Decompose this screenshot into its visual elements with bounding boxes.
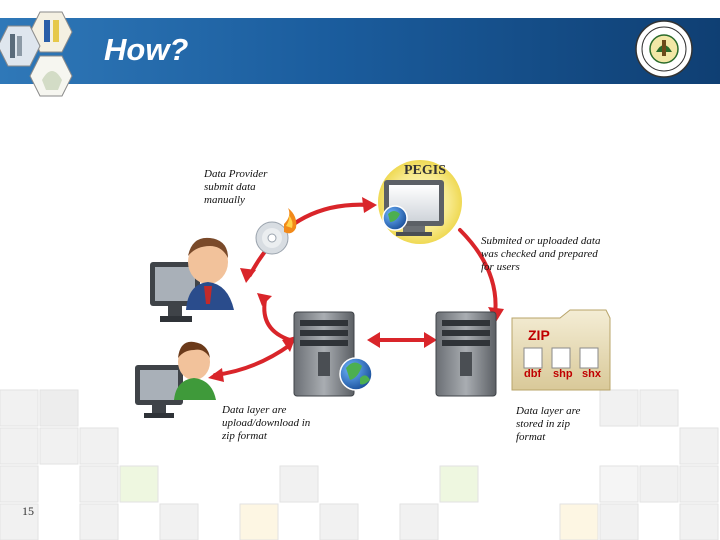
checked-label: Submited or uploaded data was checked an… bbox=[481, 235, 601, 273]
arrow-heads bbox=[208, 197, 504, 382]
zip-title: ZIP bbox=[528, 327, 550, 343]
data-user-icon bbox=[135, 341, 216, 418]
header-logos-icon bbox=[0, 11, 73, 97]
page-number: 15 bbox=[22, 504, 34, 518]
stored-label: Data layer are stored in zip format bbox=[516, 405, 581, 443]
upload-label: Data layer are upload/download in zip fo… bbox=[222, 404, 311, 442]
zip-file-shp: shp bbox=[553, 368, 573, 380]
flow-arrows bbox=[213, 202, 498, 377]
university-seal-icon bbox=[635, 20, 693, 78]
slide-title: How? bbox=[104, 32, 189, 67]
storage-server-icon bbox=[435, 311, 497, 397]
header-bar bbox=[0, 18, 720, 84]
zip-file-dbf: dbf bbox=[524, 368, 542, 380]
pegis-server-icon bbox=[378, 160, 462, 244]
decorative-tiles bbox=[0, 389, 719, 540]
provider-label: Data Provider submit data manually bbox=[204, 168, 268, 206]
zip-file-shx: shx bbox=[582, 368, 601, 380]
central-server-icon bbox=[293, 311, 373, 397]
zip-folder-icon bbox=[511, 309, 611, 391]
pegis-label: PEGIS bbox=[404, 163, 447, 178]
data-provider-user-icon bbox=[150, 237, 234, 322]
cd-disc-icon bbox=[255, 208, 297, 255]
